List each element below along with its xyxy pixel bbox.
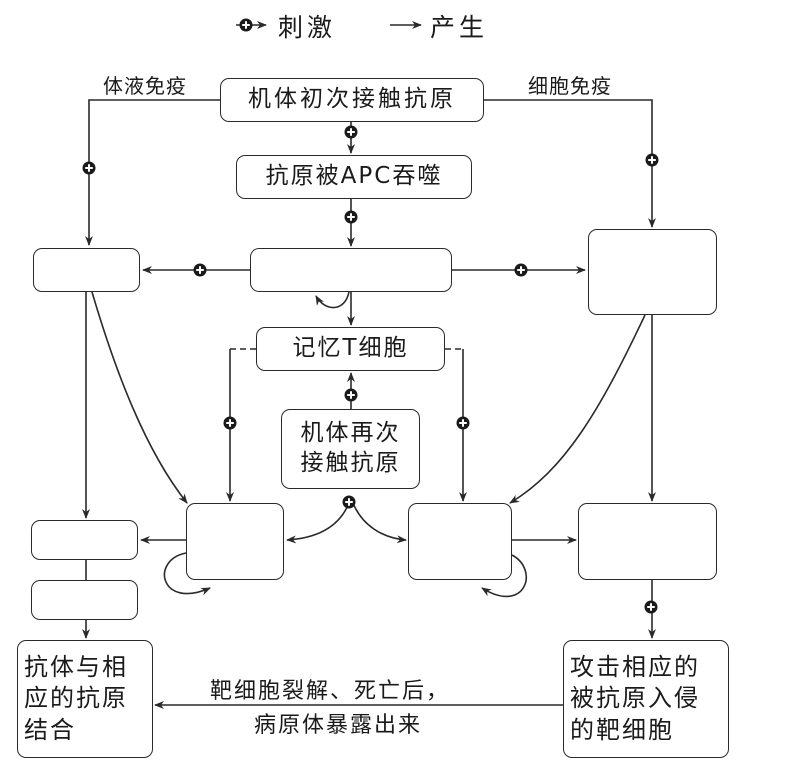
branch-humoral-label: 体液免疫 bbox=[103, 74, 187, 98]
node-right-blank-2 bbox=[408, 503, 512, 580]
edge-humoral bbox=[85, 99, 220, 246]
stimulate-icon bbox=[81, 160, 97, 176]
stimulate-icon bbox=[644, 152, 660, 168]
stimulate-icon bbox=[343, 124, 359, 140]
node-right-blank-1 bbox=[588, 229, 717, 315]
stimulate-icon bbox=[455, 415, 471, 431]
edge-center-loop bbox=[315, 291, 350, 309]
node-left-blank-3b bbox=[31, 580, 138, 620]
node-memory-t-cell: 记忆T细胞 bbox=[256, 327, 445, 371]
node-attack-line2: 被抗原入侵 bbox=[570, 684, 700, 713]
node-right-blank-3 bbox=[578, 503, 717, 580]
node-attack-line3: 的靶细胞 bbox=[570, 715, 674, 744]
edge-recontact-right2 bbox=[352, 502, 407, 544]
edge-left1-left2 bbox=[91, 291, 188, 504]
edge-caption-line2: 病原体暴露出来 bbox=[254, 713, 423, 738]
edge-right1-right2 bbox=[509, 314, 646, 504]
node-antibody-binding-line1: 抗体与相 bbox=[24, 653, 128, 682]
edge-recontact-left2 bbox=[286, 502, 350, 544]
stimulate-icon bbox=[343, 387, 359, 403]
node-left-blank-1 bbox=[33, 248, 140, 292]
edge-right2-loop bbox=[481, 554, 528, 598]
legend-stimulate-label: 刺激 bbox=[278, 13, 337, 42]
node-first-contact: 机体初次接触抗原 bbox=[220, 78, 484, 122]
stimulate-icon bbox=[343, 209, 359, 225]
node-left-blank-3a bbox=[31, 520, 138, 560]
legend-produce-label: 产生 bbox=[430, 13, 489, 42]
stimulate-icon bbox=[222, 415, 238, 431]
stimulate-icon bbox=[341, 494, 357, 510]
node-re-contact-line2: 接触抗原 bbox=[300, 450, 401, 476]
node-apc-phagocytosis: 抗原被APC吞噬 bbox=[236, 155, 472, 199]
stimulate-icon bbox=[513, 262, 529, 278]
node-antibody-binding: 抗体与相 应的抗原 结合 bbox=[17, 640, 153, 758]
node-antibody-binding-line3: 结合 bbox=[24, 715, 76, 744]
node-antibody-binding-line2: 应的抗原 bbox=[24, 684, 128, 713]
node-re-contact: 机体再次 接触抗原 bbox=[281, 409, 420, 489]
stimulate-icon bbox=[192, 262, 208, 278]
edge-cellular bbox=[484, 99, 656, 228]
branch-cellular-label: 细胞免疫 bbox=[528, 74, 612, 98]
node-center-blank bbox=[250, 248, 452, 292]
node-left-blank-2 bbox=[186, 503, 284, 580]
edge-left2-loop bbox=[163, 552, 211, 596]
edge-caption-line1: 靶细胞裂解、死亡后， bbox=[210, 679, 451, 704]
node-attack-line1: 攻击相应的 bbox=[570, 653, 700, 682]
legend-plus-icon bbox=[238, 17, 254, 33]
node-re-contact-line1: 机体再次 bbox=[300, 420, 401, 447]
stimulate-icon bbox=[643, 599, 659, 615]
node-attack-target-cell: 攻击相应的 被抗原入侵 的靶细胞 bbox=[563, 640, 729, 758]
